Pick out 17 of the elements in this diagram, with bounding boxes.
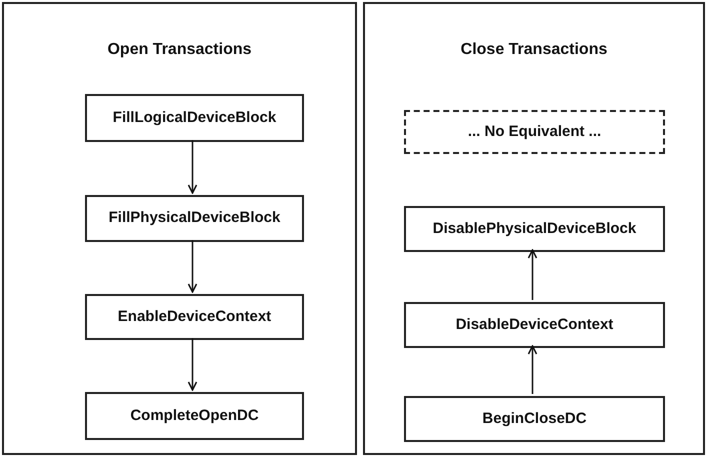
panel-title: Close Transactions [460,40,608,60]
arrow [528,249,538,300]
panel [363,2,705,455]
arrow [188,240,198,293]
process-box: EnableDeviceContext [85,294,304,340]
process-box: ... No Equivalent ... [404,110,665,154]
process-box: FillLogicalDeviceBlock [85,94,304,142]
process-box: BeginCloseDC [404,396,665,442]
process-box: CompleteOpenDC [85,392,304,440]
arrow [528,345,538,394]
arrow [188,338,198,391]
process-box: FillPhysicalDeviceBlock [85,195,304,242]
process-box: DisableDeviceContext [404,302,665,348]
panel [2,2,357,455]
process-box: DisablePhysicalDeviceBlock [404,206,665,252]
panel-title: Open Transactions [106,40,253,60]
arrow [188,140,198,194]
